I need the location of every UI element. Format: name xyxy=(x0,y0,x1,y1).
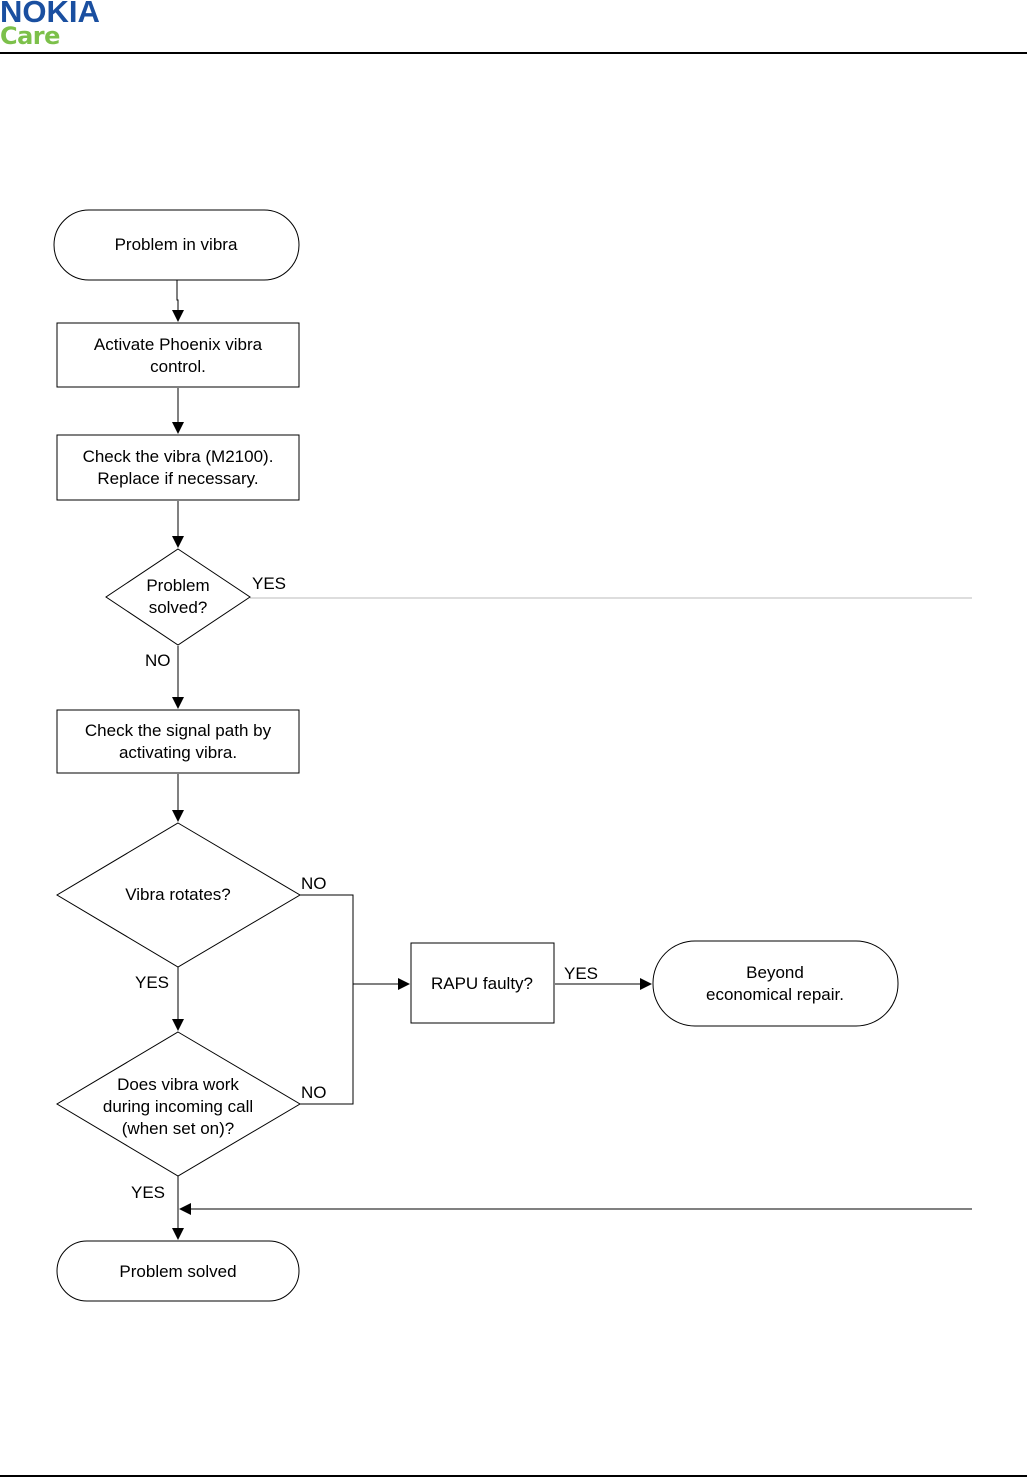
rotates-no-label: NO xyxy=(301,874,327,893)
step-check-signal-path: Check the signal path by activating vibr… xyxy=(56,709,300,774)
header-rule xyxy=(0,52,1027,54)
nokia-wordmark: NOKIA xyxy=(0,0,100,29)
decision-rapu-faulty: RAPU faulty? YES xyxy=(410,942,598,1024)
rotates-label: Vibra rotates? xyxy=(125,885,231,904)
rotates-yes-label: YES xyxy=(135,973,169,992)
rapu-yes-label: YES xyxy=(564,964,598,983)
rapu-label: RAPU faulty? xyxy=(431,974,533,993)
care-wordmark: Care xyxy=(0,22,60,50)
connector-start-to-activate xyxy=(172,280,184,322)
end-beyond-repair: Beyond economical repair. xyxy=(652,940,899,1027)
check-vibra-line-1: Check the vibra (M2100). xyxy=(83,447,274,466)
incoming-no-label: NO xyxy=(301,1083,327,1102)
activate-line-1: Activate Phoenix vibra xyxy=(94,335,263,354)
beyond-line-1: Beyond xyxy=(746,963,804,982)
connector-no-bus xyxy=(300,894,354,1105)
decision-incoming-call: Does vibra work during incoming call (wh… xyxy=(56,1031,327,1202)
signal-line-2: activating vibra. xyxy=(119,743,237,762)
decision-problem-solved: Problem solved? YES NO xyxy=(105,548,286,670)
solved-line-2: solved? xyxy=(149,598,208,617)
solved-no-label: NO xyxy=(145,651,171,670)
beyond-line-2: economical repair. xyxy=(706,985,844,1004)
step-activate-phoenix: Activate Phoenix vibra control. xyxy=(56,322,300,388)
start-label: Problem in vibra xyxy=(115,235,238,254)
signal-line-1: Check the signal path by xyxy=(85,721,272,740)
solved-yes-label: YES xyxy=(252,574,286,593)
footer-rule xyxy=(0,1475,1027,1477)
incoming-line-3: (when set on)? xyxy=(122,1119,234,1138)
check-vibra-line-2: Replace if necessary. xyxy=(97,469,258,488)
incoming-yes-label: YES xyxy=(131,1183,165,1202)
connectors xyxy=(172,280,972,1240)
solved-line-1: Problem xyxy=(146,576,209,595)
solved-end-label: Problem solved xyxy=(119,1262,236,1281)
incoming-line-2: during incoming call xyxy=(103,1097,253,1116)
step-check-vibra: Check the vibra (M2100). Replace if nece… xyxy=(56,434,300,501)
end-problem-solved: Problem solved xyxy=(56,1240,300,1302)
start-terminator: Problem in vibra xyxy=(53,209,300,281)
activate-line-2: control. xyxy=(150,357,206,376)
decision-vibra-rotates: Vibra rotates? NO YES xyxy=(56,822,327,992)
incoming-line-1: Does vibra work xyxy=(117,1075,239,1094)
